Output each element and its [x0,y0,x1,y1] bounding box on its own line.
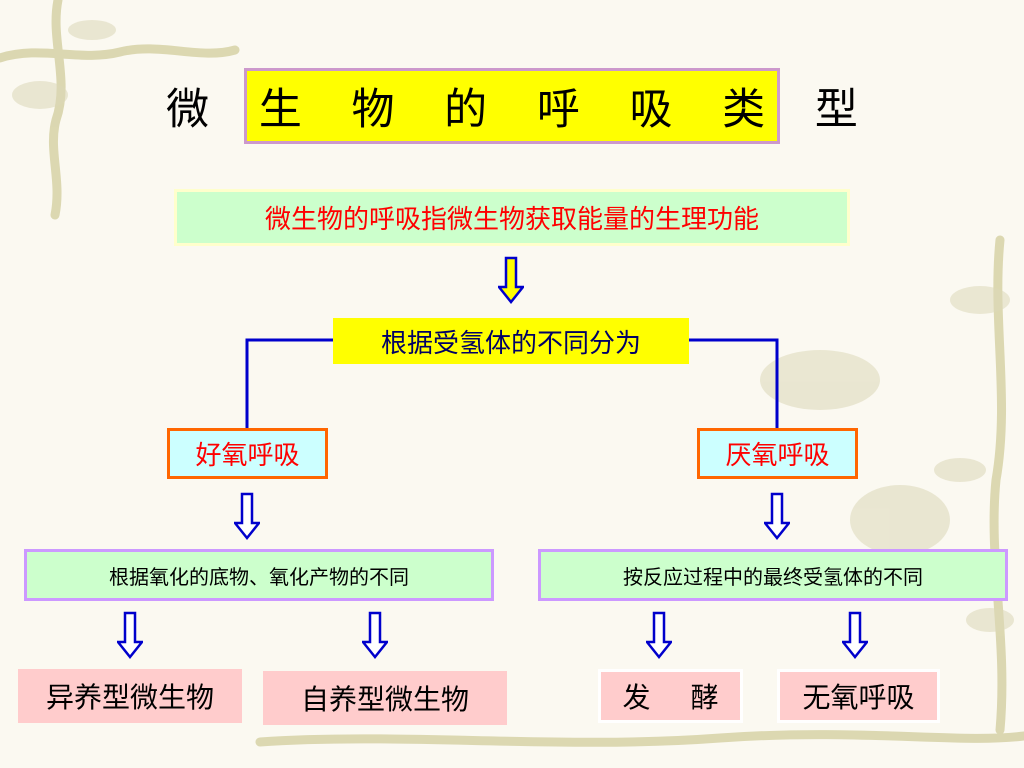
aerobic-respiration-box: 好氧呼吸 [167,428,328,479]
aerobic-criterion-box: 根据氧化的底物、氧化产物的不同 [24,549,494,601]
arrow-heterotroph [117,611,143,659]
arrow-anaerobic-down [764,492,790,540]
page-title: 微 生 物 的 呼 吸 类 型 [166,68,858,144]
fermentation-box: 发酵 [598,669,743,723]
anaerobic-criterion-box: 按反应过程中的最终受氢体的不同 [538,549,1008,601]
arrow-fermentation [646,611,672,659]
heterotroph-box: 异养型微生物 [18,669,242,723]
connector-left [245,338,333,432]
arrow-definition-to-classification [498,256,524,304]
arrow-autotroph [362,611,388,659]
arrow-anaerobic-respiration [842,611,868,659]
connector-right [689,338,779,432]
definition-box: 微生物的呼吸指微生物获取能量的生理功能 [174,189,850,246]
anaerobic-respiration-box: 厌氧呼吸 [697,428,858,479]
classification-box: 根据受氢体的不同分为 [333,318,689,364]
autotroph-box: 自养型微生物 [263,671,507,725]
fermentation-label: 发酵 [622,681,759,714]
arrow-aerobic-down [234,492,260,540]
anaerobic-respiration-type-box: 无氧呼吸 [777,669,940,723]
